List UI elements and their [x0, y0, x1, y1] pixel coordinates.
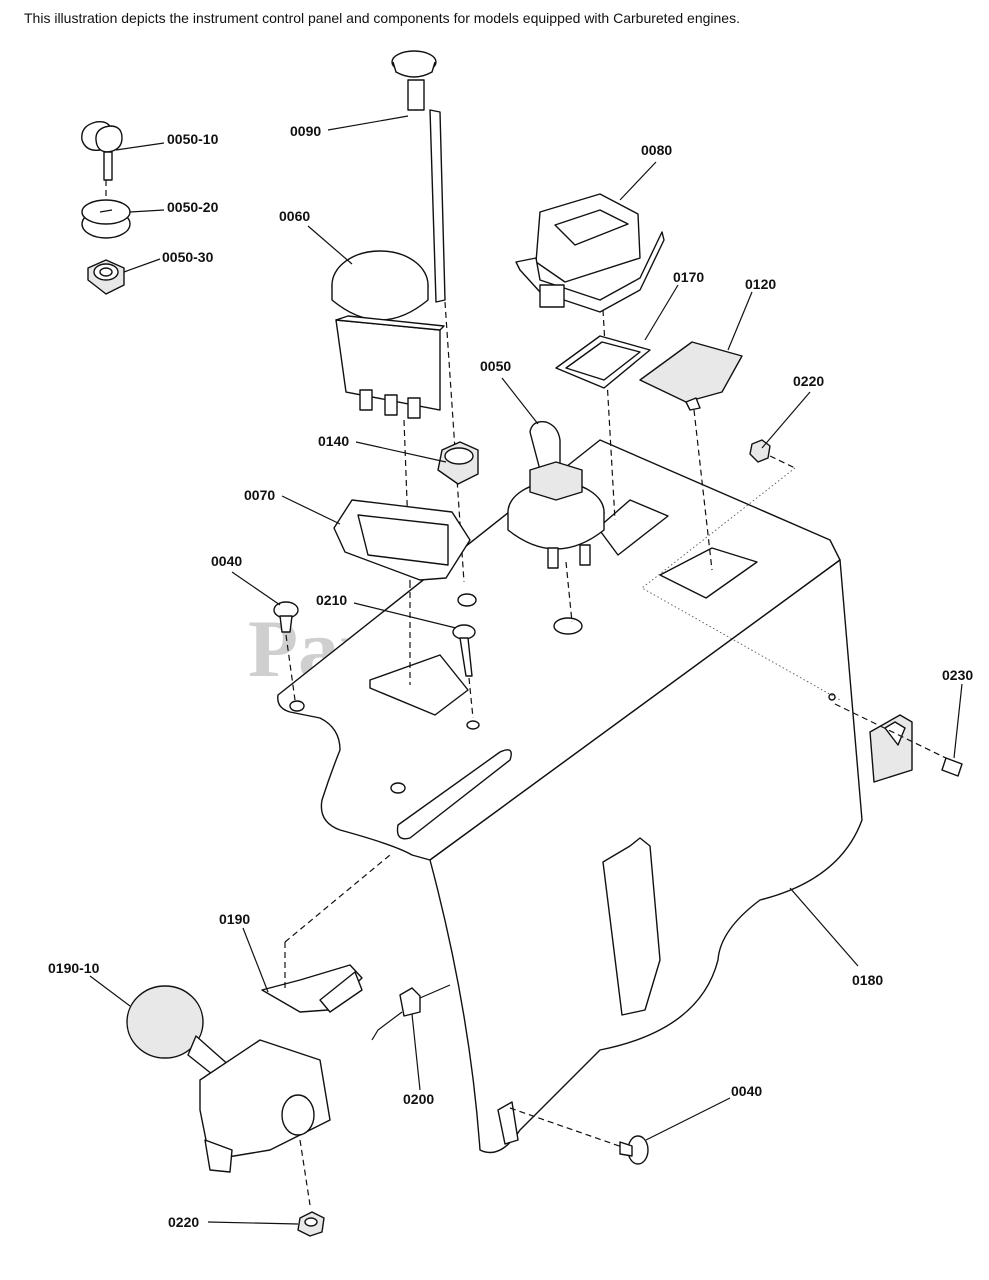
- callout-0050-10: 0050-10: [167, 131, 219, 147]
- callout-0220-lower: 0220: [168, 1214, 199, 1230]
- nut-0140: [437, 441, 479, 485]
- nut-0220-upper: [749, 439, 796, 469]
- callout-0070: 0070: [244, 487, 275, 503]
- cap-0050-20: [81, 199, 131, 239]
- throttle-control-0190: [126, 854, 391, 1206]
- pto-switch-0060: [331, 250, 445, 583]
- bezel-0070: [333, 499, 471, 685]
- leader-lines: [89, 115, 963, 1225]
- bolt-0040-lower: [509, 1107, 649, 1165]
- callout-0050: 0050: [480, 358, 511, 374]
- callout-0080: 0080: [641, 142, 672, 158]
- diagram-caption: This illustration depicts the instrument…: [24, 10, 740, 26]
- relay-0230: [834, 703, 963, 783]
- hour-meter-0080: [515, 193, 665, 521]
- callout-0140: 0140: [318, 433, 349, 449]
- callout-0190: 0190: [219, 911, 250, 927]
- callout-0170: 0170: [673, 269, 704, 285]
- plug-0120: [639, 341, 743, 571]
- screw-0210: [452, 624, 476, 719]
- assembly-line-0220: [641, 467, 841, 701]
- nut-0050-30: [87, 259, 125, 295]
- callout-0210: 0210: [316, 592, 347, 608]
- callout-0190-10: 0190-10: [48, 960, 100, 976]
- callout-0220-upper: 0220: [793, 373, 824, 389]
- callout-0040-lower: 0040: [731, 1083, 762, 1099]
- nut-0220-lower: [297, 1211, 325, 1237]
- callout-0200: 0200: [403, 1091, 434, 1107]
- callout-0050-30: 0050-30: [162, 249, 214, 265]
- callout-0050-20: 0050-20: [167, 199, 219, 215]
- clip-0200: [371, 984, 451, 1041]
- control-panel-0180: [277, 439, 863, 1154]
- callout-0180: 0180: [852, 972, 883, 988]
- bolt-0040-top: [273, 601, 299, 701]
- key-0050-10: [81, 121, 123, 202]
- callout-0090: 0090: [290, 123, 321, 139]
- callout-0120: 0120: [745, 276, 776, 292]
- ignition-switch-0050: [507, 421, 605, 623]
- callout-0040-upper: 0040: [211, 553, 242, 569]
- gasket-0170: [555, 335, 651, 389]
- callout-0230: 0230: [942, 667, 973, 683]
- callout-0060: 0060: [279, 208, 310, 224]
- choke-cable-0090: [391, 50, 465, 583]
